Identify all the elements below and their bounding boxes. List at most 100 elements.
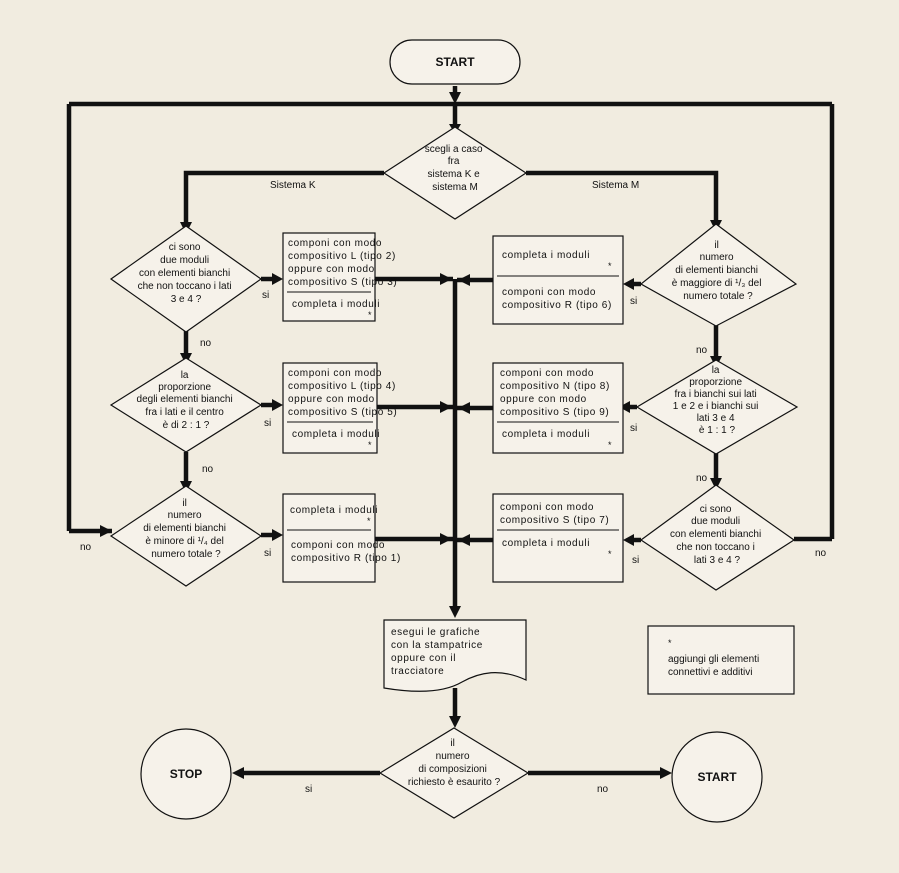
decision-m1-text: il numero di elementi bianchi è maggiore… (672, 240, 764, 302)
process-k3-shape (282, 493, 376, 583)
arrow-left-loop-in (100, 525, 112, 537)
arrow-to-stop (232, 767, 244, 779)
decision-k1-text: ci sono due moduli con elementi bianchi … (138, 242, 235, 305)
decision-k1-shape (109, 225, 263, 333)
process-k2-shape (282, 362, 378, 454)
arrow-m3-yes (623, 534, 634, 546)
decision-m3-line: lati 3 e 4 ? (694, 555, 741, 566)
decision-random-choice-line: sistema M (432, 182, 478, 193)
decision-final-line: richiesto è esaurito ? (408, 777, 501, 788)
label-m1-no: no (696, 345, 708, 356)
label-final-si: si (305, 784, 312, 795)
arrow-k2-center (440, 401, 452, 413)
decision-k3: il numero di elementi bianchi è minore d… (109, 485, 263, 587)
decision-m2-text: la proporzione fra i bianchi sui lati 1 … (673, 365, 761, 436)
process-m2-star: * (608, 440, 612, 450)
decision-random-choice-text: scegli a caso fra sistema K e sistema M (425, 144, 486, 193)
decision-final-text: il numero di composizioni richiesto è es… (408, 738, 501, 788)
arrow-m1-yes (623, 278, 634, 290)
label-k3-no: no (80, 542, 92, 553)
decision-k3-line: di elementi bianchi (143, 523, 226, 534)
terminal-stop: STOP (140, 728, 232, 820)
decision-m1-line: il (714, 240, 718, 251)
decision-k3-line: è minore di ¹/₄ del (145, 536, 224, 547)
arrow-k1-center (440, 273, 452, 285)
terminal-start-top: START (389, 39, 521, 85)
decision-m1: il numero di elementi bianchi è maggiore… (639, 223, 798, 327)
terminal-start-top-shape (389, 39, 521, 85)
decision-m1-shape (639, 223, 798, 327)
output-document-shape (383, 619, 527, 692)
process-m3-star: * (608, 549, 612, 559)
decision-m3-text: ci sono due moduli con elementi bianchi … (670, 504, 764, 566)
decision-k2-line: la (181, 370, 189, 381)
process-k3-line: componi con modo (291, 540, 385, 551)
process-m2-line: oppure con modo (500, 394, 587, 405)
process-k2: componi con modo compositivo L (tipo 4) … (282, 362, 399, 454)
decision-final: il numero di composizioni richiesto è es… (378, 727, 530, 819)
process-m1-line: componi con modo (502, 287, 596, 298)
decision-k2: la proporzione degli elementi bianchi fr… (109, 357, 263, 453)
connector-sistema-m (526, 170, 719, 222)
process-m2-line: compositivo S (tipo 9) (500, 407, 609, 418)
decision-m1-line: è maggiore di ¹/₃ del (672, 278, 762, 289)
process-k3-star: * (367, 516, 371, 526)
decision-k2-line: fra i lati e il centro (145, 407, 224, 418)
note-line: aggiungi gli elementi (668, 654, 759, 665)
arrow-k3-yes (272, 529, 283, 541)
arrow-k1-yes (272, 273, 283, 285)
decision-m3-line: due moduli (691, 516, 740, 527)
arrow-start-down (449, 92, 461, 104)
label-m2-si: si (630, 423, 637, 434)
label-k1-no: no (200, 338, 212, 349)
process-k1-star: * (368, 310, 372, 320)
terminal-stop-shape (140, 728, 232, 820)
arrow-m3-center (458, 534, 470, 546)
arrow-m1-center (458, 274, 470, 286)
decision-k3-line: numero totale ? (151, 549, 221, 560)
decision-k3-shape (109, 485, 263, 587)
process-k1: componi con modo compositivo L (tipo 2) … (282, 232, 397, 322)
arrow-m2-center (458, 402, 470, 414)
output-document-line: tracciatore (391, 666, 444, 677)
decision-m2-line: proporzione (689, 377, 742, 388)
process-m2-bottom: completa i moduli (502, 429, 590, 440)
terminal-start-bottom-shape (671, 731, 763, 823)
label-sistema-m: Sistema M (592, 180, 639, 191)
output-document-line: con la stampatrice (391, 640, 483, 651)
decision-m2-line: è 1 : 1 ? (699, 425, 736, 436)
decision-m2-line: lati 3 e 4 (697, 413, 735, 424)
decision-k1-line: ci sono (169, 242, 201, 253)
process-m1-bottom: componi con modo compositivo R (tipo 6) (502, 287, 612, 311)
process-m1-line: compositivo R (tipo 6) (502, 300, 612, 311)
decision-random-choice-line: scegli a caso (425, 144, 483, 155)
arrow-to-start (660, 767, 672, 779)
branch-labels: Sistema K Sistema M si no si no si no si… (80, 180, 827, 795)
process-k2-line: compositivo L (tipo 4) (288, 381, 396, 392)
decision-k1-line: con elementi bianchi (139, 268, 230, 279)
process-m3-line: compositivo S (tipo 7) (500, 515, 609, 526)
decision-m3-shape (639, 484, 796, 591)
process-k1-bottom: completa i moduli (292, 299, 380, 310)
process-k1-line: compositivo S (tipo 3) (288, 277, 397, 288)
label-m3-si: si (632, 555, 639, 566)
decision-k2-line: degli elementi bianchi (137, 394, 233, 405)
decision-final-line: numero (436, 751, 470, 762)
decision-final-line: di composizioni (418, 764, 486, 775)
process-k3-bottom: componi con modo compositivo R (tipo 1) (291, 540, 401, 564)
label-m3-no: no (815, 548, 827, 559)
process-k1-line: compositivo L (tipo 2) (288, 251, 396, 262)
decision-random-choice: scegli a caso fra sistema K e sistema M (382, 126, 528, 220)
process-k1-shape (282, 232, 376, 322)
decision-random-choice-line: fra (448, 156, 460, 167)
note-box-shape (647, 625, 795, 695)
process-m3: componi con modo compositivo S (tipo 7) … (492, 493, 624, 583)
process-m3-top: componi con modo compositivo S (tipo 7) (500, 502, 609, 526)
process-k2-top: componi con modo compositivo L (tipo 4) … (288, 368, 399, 418)
arrow-k2-yes (272, 399, 283, 411)
decision-k3-line: numero (168, 510, 202, 521)
output-document-line: oppure con il (391, 653, 456, 664)
arrow-to-doc (449, 606, 461, 618)
decision-final-line: il (450, 738, 454, 749)
note-star: * (668, 638, 672, 648)
